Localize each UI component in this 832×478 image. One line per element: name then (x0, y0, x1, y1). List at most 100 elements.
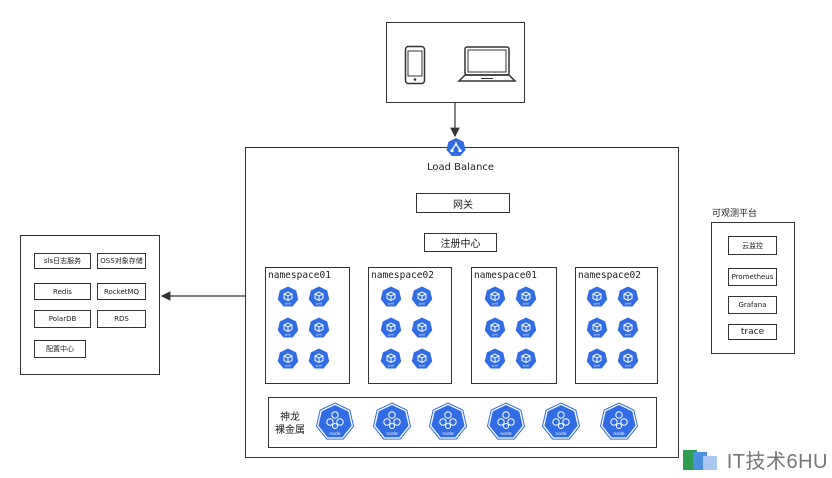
middleware-item-rocketmq[interactable]: RocketMQ (97, 283, 146, 300)
namespace-box-3: namespace01 (471, 267, 557, 384)
middleware-item-label: PolarDB (48, 315, 77, 323)
svg-text:pod: pod (594, 364, 600, 368)
pod-icon: pod (617, 348, 639, 370)
watermark-logo-icon (682, 449, 717, 470)
pod-icon: pod (277, 317, 299, 339)
pod-icon: pod (586, 348, 608, 370)
pod-icon: pod (515, 348, 537, 370)
node-icon: node (428, 402, 468, 442)
middleware-item-label: sls日志服务 (43, 257, 82, 265)
clients-box (386, 22, 525, 103)
pod-icon: pod (411, 317, 433, 339)
observability-item-trace[interactable]: trace (728, 324, 777, 340)
svg-text:pod: pod (285, 302, 291, 306)
bare-metal-label-line2: 裸金属 (275, 425, 305, 436)
watermark-text: IT技术6HU (726, 451, 828, 473)
pod-icon: pod (380, 286, 402, 308)
svg-text:pod: pod (316, 333, 322, 337)
node-icon: node (315, 402, 355, 442)
middleware-item-redis[interactable]: Redis (34, 283, 91, 300)
pod-icon: pod (515, 286, 537, 308)
middleware-item-label: 配置中心 (46, 345, 74, 353)
pod-icon: pod (515, 317, 537, 339)
namespace-label: namespace02 (371, 270, 434, 281)
svg-text:pod: pod (388, 333, 394, 337)
middleware-item-label: Redis (53, 287, 72, 296)
svg-text:pod: pod (388, 302, 394, 306)
namespace-label: namespace01 (268, 270, 331, 281)
svg-text:pod: pod (285, 333, 291, 337)
pod-icon: pod (380, 317, 402, 339)
observability-item-label: Grafana (738, 301, 767, 309)
middleware-item-config-center[interactable]: 配置中心 (34, 340, 86, 358)
load-balancer-icon (446, 138, 466, 156)
registry-box[interactable]: 注册中心 (424, 233, 497, 252)
pod-icon: pod (308, 317, 330, 339)
svg-text:node: node (442, 431, 453, 437)
svg-text:pod: pod (419, 333, 425, 337)
laptop-icon (457, 46, 517, 82)
svg-text:pod: pod (523, 364, 529, 368)
svg-text:node: node (386, 431, 397, 437)
svg-text:node: node (613, 431, 624, 437)
svg-text:pod: pod (594, 302, 600, 306)
svg-text:pod: pod (316, 364, 322, 368)
pod-icon: pod (484, 348, 506, 370)
observability-item-label: 云监控 (742, 241, 763, 250)
svg-text:pod: pod (492, 364, 498, 368)
svg-text:pod: pod (625, 364, 631, 368)
registry-label: 注册中心 (440, 239, 481, 250)
middleware-item-sls[interactable]: sls日志服务 (34, 253, 91, 269)
pod-icon: pod (617, 317, 639, 339)
svg-text:pod: pod (316, 302, 322, 306)
node-icon: node (599, 402, 639, 442)
pod-icon: pod (277, 286, 299, 308)
svg-text:node: node (500, 431, 511, 437)
gateway-label: 网关 (453, 199, 473, 211)
pod-icon: pod (586, 286, 608, 308)
svg-text:pod: pod (388, 364, 394, 368)
observability-title: 可观测平台 (712, 209, 758, 219)
svg-text:pod: pod (419, 302, 425, 306)
svg-text:pod: pod (523, 333, 529, 337)
middleware-item-polardb[interactable]: PolarDB (34, 310, 91, 328)
svg-text:pod: pod (492, 302, 498, 306)
namespace-label: namespace02 (578, 270, 641, 281)
svg-text:pod: pod (285, 364, 291, 368)
gateway-box[interactable]: 网关 (416, 193, 510, 213)
pod-icon: pod (484, 286, 506, 308)
pod-icon: pod (308, 348, 330, 370)
phone-icon (404, 45, 426, 85)
middleware-item-label: RDS (114, 315, 129, 323)
node-icon: node (541, 402, 581, 442)
svg-text:pod: pod (625, 302, 631, 306)
svg-text:pod: pod (419, 364, 425, 368)
pod-icon: pod (277, 348, 299, 370)
bare-metal-label-line1: 神龙 (280, 412, 300, 423)
node-icon: node (486, 402, 526, 442)
pod-icon: pod (411, 348, 433, 370)
pod-icon: pod (411, 286, 433, 308)
middleware-item-rds[interactable]: RDS (97, 310, 146, 328)
svg-text:pod: pod (523, 302, 529, 306)
pod-icon: pod (308, 286, 330, 308)
pod-icon: pod (586, 317, 608, 339)
watermark: IT技术6HU (682, 445, 828, 474)
svg-text:pod: pod (625, 333, 631, 337)
observability-item-grafana[interactable]: Grafana (728, 296, 777, 314)
middleware-item-label: OSS对象存储 (100, 257, 143, 265)
observability-item-label: trace (740, 327, 765, 337)
observability-item-cloud-monitor[interactable]: 云监控 (728, 236, 777, 255)
load-balance-label: Load Balance (427, 162, 495, 173)
pod-icon: pod (617, 286, 639, 308)
pod-icon: pod (484, 317, 506, 339)
middleware-item-oss[interactable]: OSS对象存储 (97, 253, 146, 269)
middleware-item-label: RocketMQ (103, 287, 140, 296)
node-icon: node (372, 402, 412, 442)
svg-text:node: node (329, 431, 340, 437)
observability-item-prometheus[interactable]: Prometheus (728, 268, 777, 286)
svg-text:pod: pod (594, 333, 600, 337)
svg-text:node: node (555, 431, 566, 437)
observability-item-label: Prometheus (731, 273, 774, 281)
namespace-label: namespace01 (474, 270, 537, 281)
